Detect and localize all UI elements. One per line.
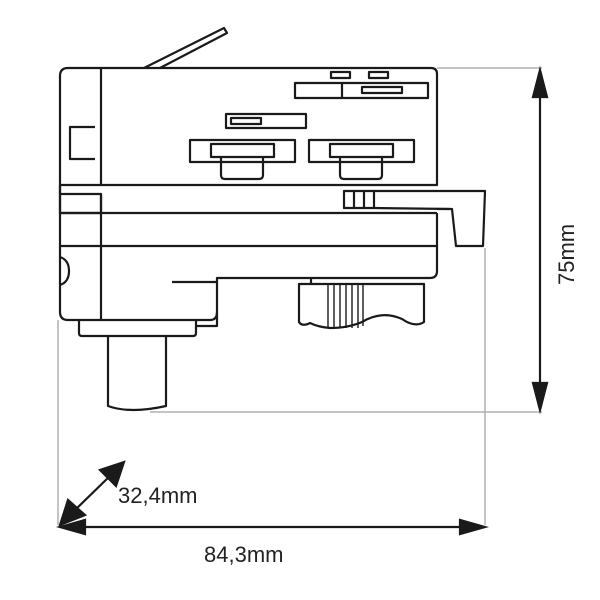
adapter-body — [58, 26, 487, 412]
depth-label: 32,4mm — [118, 483, 197, 508]
width-label: 84,3mm — [204, 542, 283, 567]
dimension-lines — [55, 65, 549, 536]
height-label: 75mm — [554, 224, 579, 285]
extension-lines — [57, 67, 542, 525]
